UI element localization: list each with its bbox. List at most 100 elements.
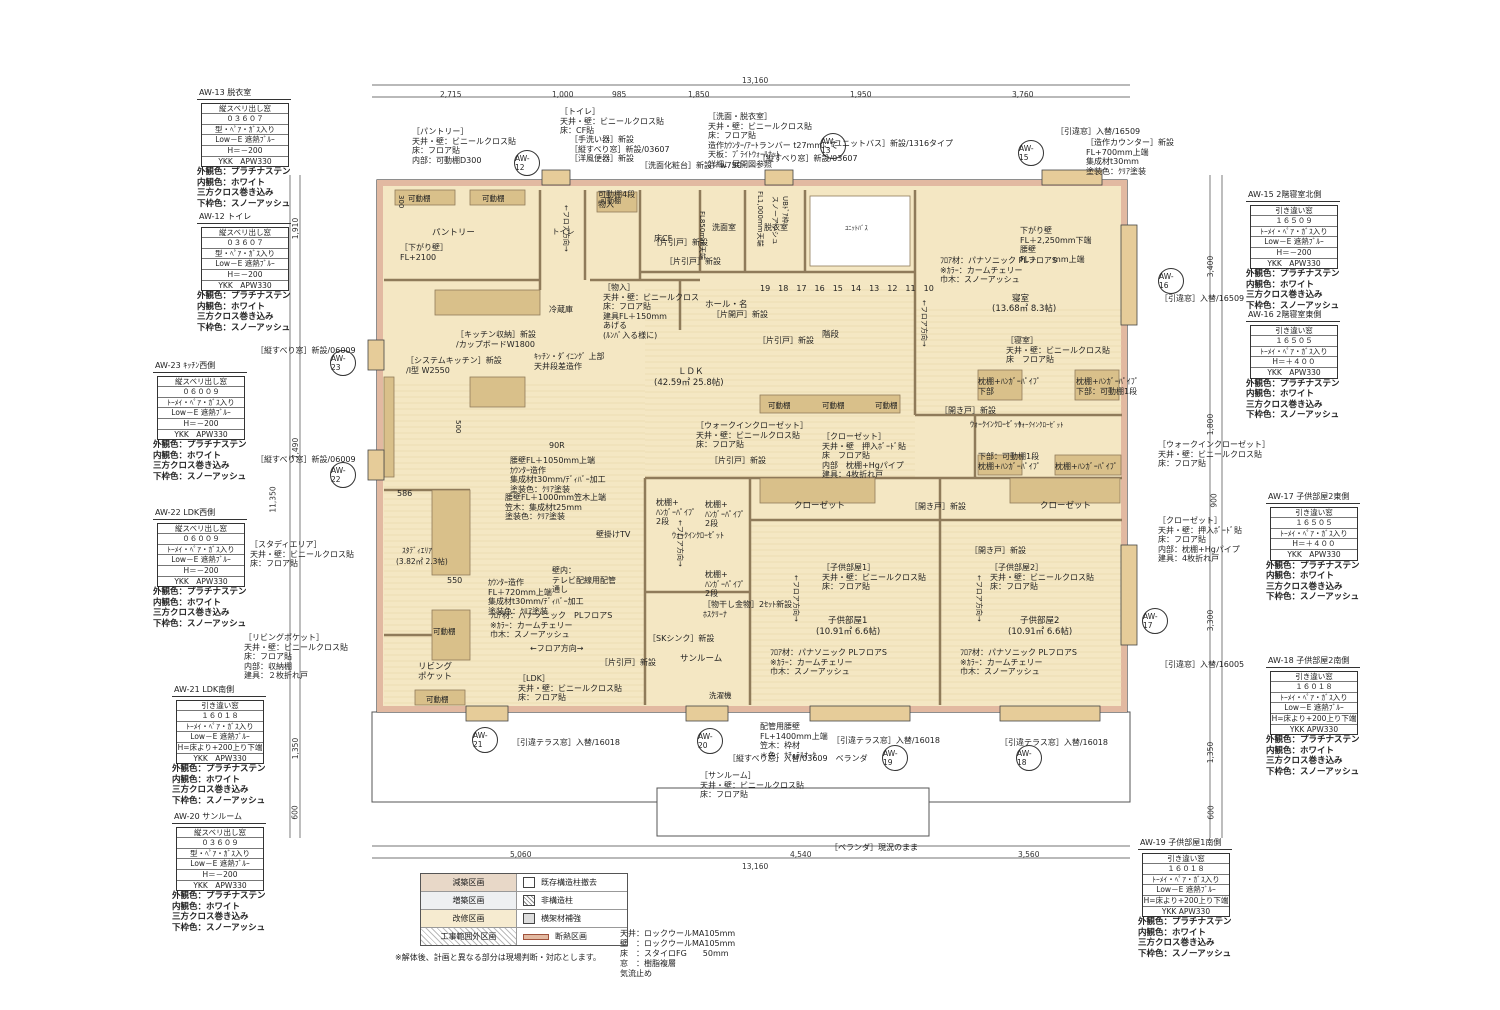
- annotation-line: ←フロア方向→: [792, 575, 800, 622]
- annotation-line: 天井・壁：ビニールクロス貼: [412, 136, 516, 146]
- panel-finish-line: 外観色：プラチナステン: [1246, 378, 1340, 389]
- annotation-line: ［寝室］: [1006, 336, 1038, 345]
- annotation-line: 2段: [705, 519, 719, 529]
- annotation-line: ［パントリー］: [412, 127, 469, 136]
- annotation-line: ［ユニットバス］新設/1316タイプ: [826, 139, 954, 148]
- annotation-line: 巾木：スノーアッシュ: [490, 630, 570, 640]
- annotation-line: 腰壁FL＋1000mm笠木上端: [505, 493, 607, 502]
- panel-spec-row: H＝＋４００: [1251, 357, 1337, 368]
- dim-top-seg: 1,850: [688, 90, 710, 99]
- panel-finish-line: 外観色：プラチナステン: [153, 587, 247, 598]
- annotation-line: 塗装色：ｸﾘｱ塗装: [1086, 166, 1146, 176]
- annotation-line: ［引違窓］入替/16005: [1160, 660, 1245, 669]
- panel-finish-line: 内観色：ホワイト: [153, 597, 222, 608]
- panel-title: AW-16 2階寝室東側: [1246, 310, 1340, 322]
- annotation-line: 天井段差造作: [534, 361, 582, 371]
- dim-left: 11,350: [268, 486, 278, 513]
- annotation-line: ﾌﾛｱ材：パナソニック PLフロアS: [490, 611, 613, 620]
- panel-finish-lines: 外観色：プラチナステン内観色：ホワイト三方クロス巻き込み下枠色：スノーアッシュ: [1266, 561, 1360, 603]
- aw-tag-18: AW-18: [1016, 745, 1042, 771]
- annotation-line: 枕棚+ﾊﾝｶﾞｰﾊﾟｲﾌﾟ: [978, 377, 1041, 386]
- annotation-line: 枕棚+: [705, 570, 728, 579]
- panel-finish-line: 下枠色：スノーアッシュ: [153, 618, 247, 629]
- annotation-line: ←フロア方向→: [676, 520, 684, 567]
- legend-desc: 非構造柱: [517, 892, 627, 909]
- panel-spec-row: Low－E 遮熱ﾌﾞﾙｰ: [177, 732, 263, 743]
- annotation-wic-right: ［ウォークインクローゼット］天井・壁：ビニールクロス貼床：フロア貼: [1158, 440, 1270, 469]
- annotation-line: ［縦すべり窓］新設/06009: [256, 455, 356, 464]
- annotation-closet-a: ［クローゼット］天井・壁 押入ﾎﾞｰﾄﾞ貼床 フロア貼内部 枕棚+Hgパイプ建具…: [822, 432, 906, 480]
- annotation-door-k: ［片引戸］新設: [758, 336, 814, 346]
- annotation-line: ［片引戸］新設: [652, 238, 708, 247]
- panel-spec-row: ﾄｰﾒｲ・ﾍﾟｱ・ｶﾞｽ入り: [1251, 227, 1337, 238]
- aw-tag-22: AW-22: [330, 462, 356, 488]
- panel-spec-row: H＝－200: [1251, 248, 1337, 259]
- annotation-toilet-door2: ［片引戸］新設: [665, 257, 721, 267]
- annotation-tv-wall: 壁内：テレビ配線用配管通し: [552, 566, 616, 595]
- annotation-line: ［引違テラス窓］入替/16018: [832, 736, 940, 745]
- annotation-child1: ［子供部屋1］天井・壁：ビニールクロス貼床：フロア貼: [822, 563, 926, 592]
- panel-title: AW-20 サンルーム: [172, 812, 266, 824]
- panel-finish-lines: 外観色：プラチナステン内観色：ホワイト三方クロス巻き込み下枠色：スノーアッシュ: [197, 291, 291, 333]
- annotation-line: 床：フロア貼: [708, 131, 756, 141]
- annotation-line: ［キッチン収納］新設: [456, 330, 536, 339]
- shelf-label: 可動棚: [426, 695, 449, 704]
- annotation-kd-ceiling: ｷｯﾁﾝ・ﾀﾞｲﾆﾝｸﾞ 上部天井段差造作: [534, 352, 605, 371]
- annotation-line: 19 18 17 16 15 14 13 12 11 10: [760, 284, 934, 293]
- panel-spec-row: Low－E 遮熱ﾌﾞﾙｰ: [1271, 703, 1357, 714]
- annotation-line: 天井・壁：ビニールクロス貼: [990, 572, 1094, 582]
- annotation-line: ｷｯﾁﾝ・ﾀﾞｲﾆﾝｸﾞ 上部: [534, 352, 605, 361]
- annotation-south-win3: ［引違テラス窓］入替/16018: [1000, 738, 1108, 748]
- annotation-sys-kitchen: ［システムキッチン］新設/I型 W2550: [406, 356, 502, 375]
- panel-spec-row: 型・ﾍﾟｱ・ｶﾞｽ入り: [202, 249, 288, 260]
- annotation-walkin: ［ウォークインクローゼット］天井・壁：ビニールクロス貼床：フロア貼: [696, 421, 808, 450]
- shelf-label: 可動棚: [822, 401, 845, 410]
- panel-spec-row: １６０１８: [1143, 864, 1229, 875]
- annotation-line: ［片引戸］新設: [758, 336, 814, 345]
- legend-desc: 横架材補強: [517, 910, 627, 927]
- room-washer: 洗濯機: [709, 691, 732, 700]
- room-fridge: 冷蔵庫: [549, 305, 573, 314]
- panel-spec-row: Low－E 遮熱ﾌﾞﾙｰ: [177, 859, 263, 870]
- annotation-line: ［物干し金物］2ｾｯﾄ新設: [703, 600, 793, 609]
- annotation-line: ﾊﾝｶﾞｰﾊﾟｲﾌﾟ: [705, 579, 745, 589]
- annotation-line: ﾌﾛｱ材：パナソニック PLフロアS: [960, 648, 1077, 657]
- room-living-pocket: リビング: [418, 662, 453, 672]
- annotation-study: ［スタディエリア］天井・壁：ビニールクロス貼床：フロア貼: [250, 540, 354, 569]
- panel-finish-lines: 外観色：プラチナステン内観色：ホワイト三方クロス巻き込み下枠色：スノーアッシュ: [153, 587, 247, 629]
- annotation-line: 内部：可動棚D300: [412, 155, 482, 165]
- annotation-line: 内部：枕棚+Hgパイプ: [1158, 544, 1240, 554]
- annotation-open-door-c: ［開き戸］新設: [970, 546, 1026, 556]
- annotation-line: ［スタディエリア］: [250, 540, 322, 549]
- annotation-misc-300: 300: [395, 195, 405, 208]
- room-stairs: 階段: [822, 330, 840, 340]
- panel-finish-line: 下枠色：スノーアッシュ: [1266, 592, 1360, 603]
- annotation-line: テレビ配線用配管: [552, 575, 616, 585]
- annotation-line: FL850mm天端: [698, 211, 706, 260]
- annotation-down-wall: ［下がり壁］FL+2100: [400, 243, 448, 262]
- dimension-lines: [289, 84, 1223, 859]
- dim-right: 1,350: [1206, 741, 1216, 764]
- annotation-south-win1: ［引違テラス窓］入替/16018: [512, 738, 620, 748]
- panel-finish-line: 下枠色：スノーアッシュ: [172, 922, 266, 933]
- legend-row: 工事範囲外区画断熱区画: [421, 928, 627, 945]
- annotation-line: ﾌﾛｱ材：パナソニック PLフロアS: [940, 256, 1057, 265]
- panel-finish-line: 外観色：プラチナステン: [197, 291, 291, 302]
- panel-spec-row: YKK APW330: [174, 576, 228, 586]
- annotation-line: ﾊﾝｶﾞｰﾊﾟｲﾌﾟ: [656, 507, 696, 517]
- annotation-line: 床CF: [654, 234, 673, 243]
- dim-top-seg: 1,000: [552, 90, 574, 99]
- panel-title: AW-13 脱衣室: [197, 88, 291, 100]
- room-closet2: クローゼット: [1040, 501, 1092, 511]
- annotation-fdir5: ←フロア方向→: [560, 205, 570, 252]
- annotation-line: /I型 W2550: [406, 365, 450, 375]
- annotation-line: 天井・壁：ビニールクロス貼: [700, 780, 804, 790]
- annotation-line: 500: [454, 420, 462, 434]
- aw-tag-23: AW-23: [330, 350, 356, 376]
